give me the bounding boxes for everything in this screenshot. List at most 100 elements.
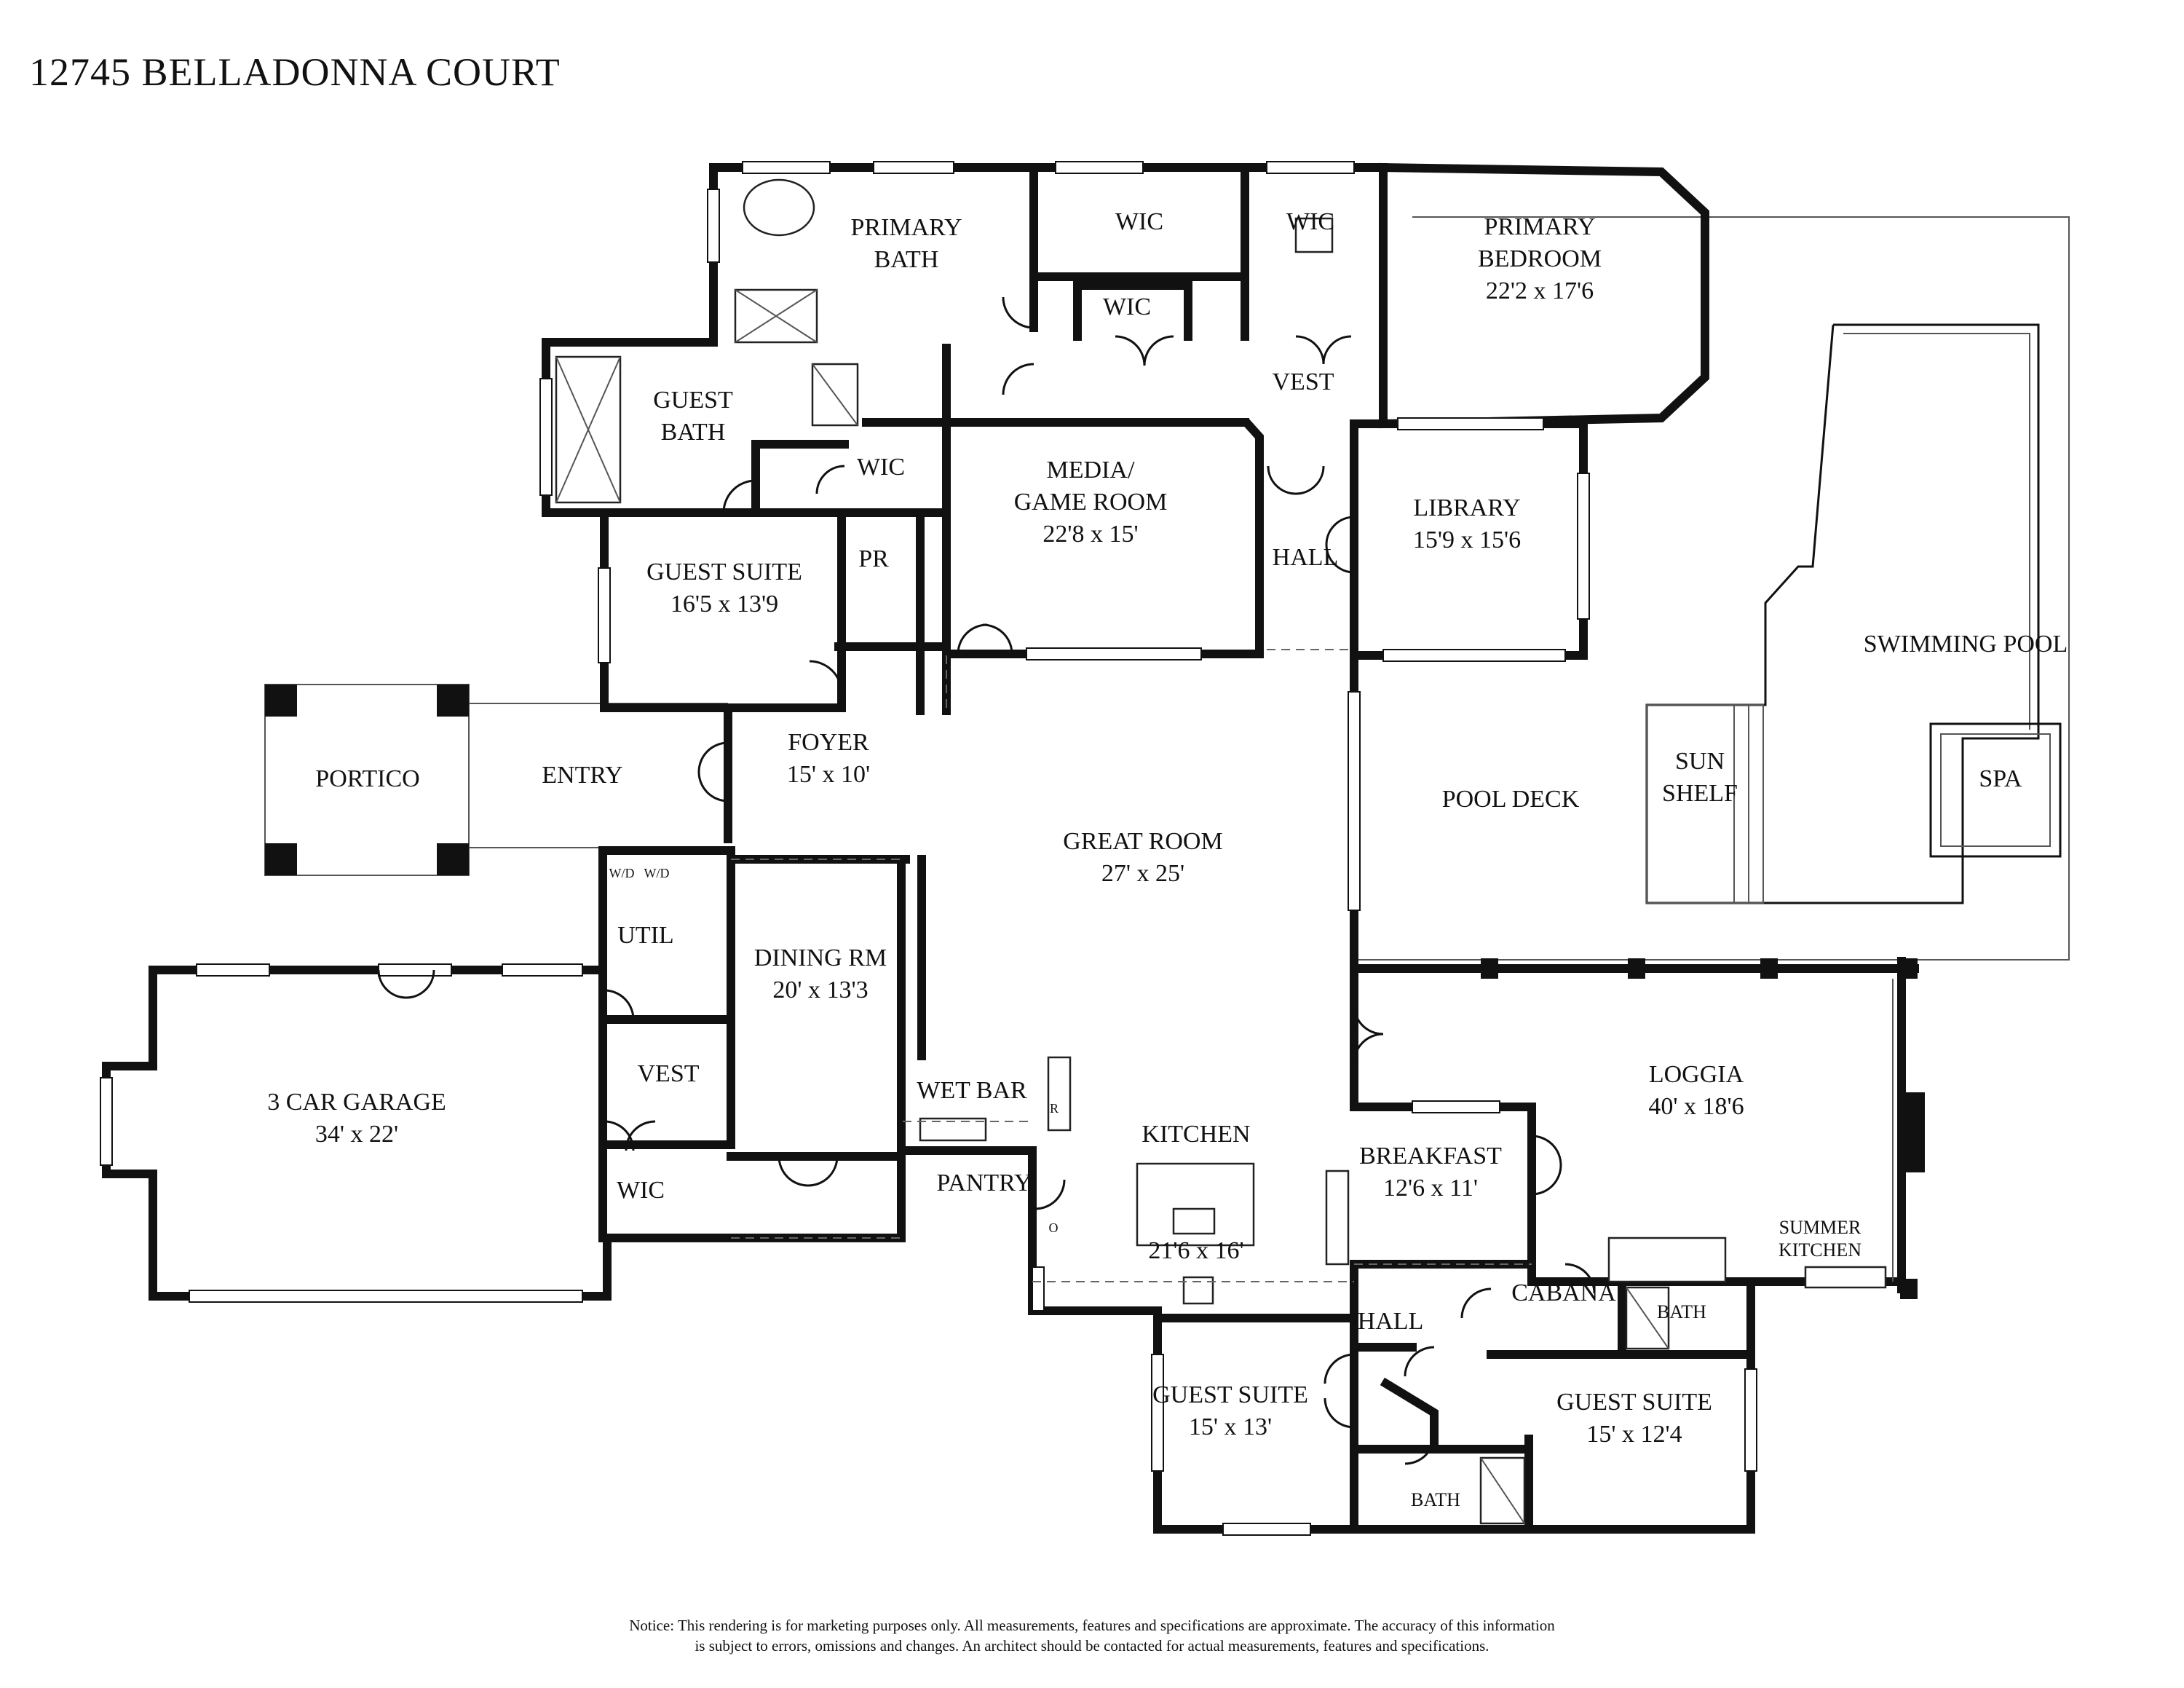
- room-label-great-room: GREAT ROOM 27' x 25': [1063, 828, 1222, 887]
- room-label-portico: PORTICO: [315, 765, 419, 792]
- room-label-line: 15' x 10': [787, 761, 870, 788]
- small-label-summer-kitchen-1: SUMMER: [1779, 1217, 1861, 1238]
- room-label-wic-2: WIC: [1286, 208, 1334, 235]
- small-label-r: R: [1050, 1101, 1059, 1116]
- room-label-line: WIC: [1286, 208, 1334, 235]
- room-label-line: 21'6 x 16': [1148, 1237, 1243, 1264]
- room-label-hall-1: HALL: [1273, 544, 1339, 571]
- room-label-line: 12'6 x 11': [1383, 1175, 1478, 1202]
- room-label-line: 27' x 25': [1101, 860, 1184, 887]
- room-label-wic-3: WIC: [1103, 293, 1151, 320]
- room-label-wic-4: WIC: [857, 454, 905, 481]
- windows: [100, 161, 1757, 1536]
- room-label-media-room: MEDIA/GAME ROOM 22'8 x 15': [1014, 457, 1168, 548]
- disclaimer-notice: Notice: This rendering is for marketing …: [0, 1615, 2184, 1656]
- room-label-pantry: PANTRY: [936, 1170, 1032, 1196]
- room-label-line: BATH: [874, 246, 939, 273]
- room-label-line: 15' x 13': [1189, 1413, 1272, 1440]
- room-label-line: VEST: [1273, 368, 1334, 395]
- room-label-dining-rm: DINING RM 20' x 13'3: [754, 944, 887, 1003]
- small-label-bath-cabana: BATH: [1657, 1301, 1706, 1322]
- room-label-line: SPA: [1979, 765, 2022, 792]
- room-label-entry: ENTRY: [542, 762, 622, 789]
- notice-line-1: Notice: This rendering is for marketing …: [629, 1617, 1555, 1634]
- room-label-line: 15'9 x 15'6: [1413, 526, 1521, 553]
- room-label-pr: PR: [858, 545, 889, 572]
- room-label-hall-2: HALL: [1358, 1308, 1424, 1335]
- room-label-line: WIC: [1103, 293, 1151, 320]
- room-label-line: GUEST SUITE: [1152, 1381, 1308, 1408]
- room-label-line: PANTRY: [936, 1170, 1032, 1196]
- small-label-bath-guest: BATH: [1411, 1489, 1460, 1510]
- room-label-breakfast: BREAKFAST 12'6 x 11': [1359, 1143, 1502, 1202]
- room-label-line: FOYER: [788, 729, 869, 756]
- room-label-line: PORTICO: [315, 765, 419, 792]
- room-label-vest-1: VEST: [1273, 368, 1334, 395]
- room-label-kitchen: KITCHEN: [1142, 1121, 1250, 1148]
- room-label-line: PRIMARY: [1484, 213, 1595, 240]
- room-label-line: ENTRY: [542, 762, 622, 789]
- interior-walls: [598, 163, 1919, 1534]
- room-label-cabana: CABANA: [1511, 1279, 1616, 1306]
- room-label-line: POOL DECK: [1442, 786, 1580, 813]
- room-label-line: 20' x 13'3: [772, 977, 868, 1003]
- portico-structure: [264, 684, 728, 876]
- room-label-wic-1: WIC: [1115, 208, 1163, 235]
- room-label-line: WIC: [1115, 208, 1163, 235]
- room-label-line: WIC: [857, 454, 905, 481]
- room-label-line: 34' x 22': [315, 1121, 398, 1148]
- bathtub: [743, 178, 815, 237]
- doors: [377, 296, 1596, 1465]
- room-label-library: LIBRARY 15'9 x 15'6: [1413, 494, 1521, 553]
- room-label-wet-bar: WET BAR: [917, 1077, 1027, 1104]
- room-label-line: WIC: [617, 1177, 665, 1204]
- room-label-line: SUN: [1675, 748, 1725, 775]
- room-label-line: 22'8 x 15': [1042, 521, 1138, 548]
- room-label-line: PR: [858, 545, 889, 572]
- room-label-line: GAME ROOM: [1014, 489, 1168, 516]
- room-label-guest-suite-1: GUEST SUITE 16'5 x 13'9: [646, 559, 802, 618]
- room-label-sun-shelf: SUN SHELF: [1662, 748, 1738, 807]
- room-label-line: LIBRARY: [1413, 494, 1520, 521]
- room-label-line: MEDIA/: [1047, 457, 1135, 484]
- room-label-line: LOGGIA: [1649, 1061, 1744, 1088]
- room-label-line: DINING RM: [754, 944, 887, 971]
- room-label-line: GUEST SUITE: [646, 559, 802, 585]
- room-label-kitchen-size: 21'6 x 16': [1148, 1237, 1243, 1264]
- summer-kitchen-grill: [1903, 1092, 1925, 1172]
- small-label-summer-kitchen-2: KITCHEN: [1779, 1239, 1861, 1261]
- room-label-vest-2: VEST: [638, 1060, 700, 1087]
- room-label-pool-deck: POOL DECK: [1442, 786, 1580, 813]
- fixtures: [555, 178, 1925, 1525]
- room-label-line: GUEST SUITE: [1556, 1389, 1712, 1416]
- room-label-line: WET BAR: [917, 1077, 1027, 1104]
- room-label-line: BREAKFAST: [1359, 1143, 1502, 1170]
- plan-title: 12745 BELLADONNA COURT: [29, 50, 561, 94]
- openings: [731, 649, 1532, 1282]
- notice-line-2: is subject to errors, omissions and chan…: [695, 1637, 1489, 1655]
- room-label-spa: SPA: [1979, 765, 2022, 792]
- room-label-line: 22'2 x 17'6: [1486, 277, 1594, 304]
- room-label-line: GUEST: [653, 387, 733, 414]
- room-label-wic-5: WIC: [617, 1177, 665, 1204]
- spa-area: [1929, 722, 2062, 858]
- small-label-wd-1: W/D: [609, 866, 635, 880]
- room-label-line: HALL: [1358, 1308, 1424, 1335]
- room-label-line: UTIL: [617, 922, 673, 949]
- room-label-line: 16'5 x 13'9: [670, 591, 778, 618]
- room-label-line: 40' x 18'6: [1648, 1093, 1744, 1120]
- room-label-line: PRIMARY: [850, 214, 962, 241]
- room-label-line: GREAT ROOM: [1063, 828, 1222, 855]
- room-label-line: SHELF: [1662, 780, 1738, 807]
- room-label-primary-bath: PRIMARY BATH: [850, 214, 962, 273]
- small-label-o: O: [1049, 1220, 1059, 1235]
- room-label-util: UTIL: [617, 922, 673, 949]
- outdoor-pool-area: [1356, 216, 2070, 961]
